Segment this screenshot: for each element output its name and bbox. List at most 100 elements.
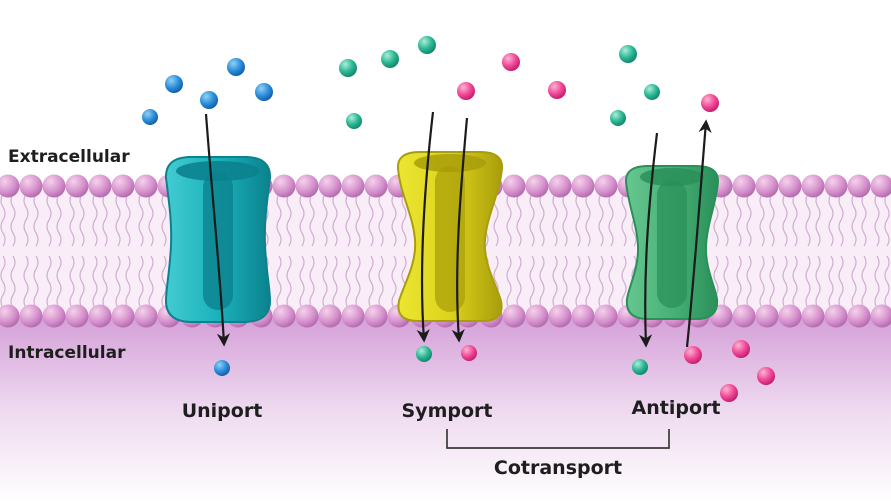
lipid-tail (861, 193, 867, 247)
lipid-head (318, 174, 342, 198)
lipid-tail (723, 255, 729, 309)
cotransport-bracket (446, 429, 670, 449)
lipid-tail (355, 255, 361, 309)
lipid-head (502, 174, 526, 198)
lipid-head (801, 304, 825, 328)
lipid-tail (759, 193, 765, 247)
molecule-pink (732, 340, 750, 358)
lipid-head (847, 304, 871, 328)
lipid-head (42, 304, 66, 328)
lipid-head (525, 174, 549, 198)
lipid-tail (286, 255, 292, 309)
lipid-head (594, 174, 618, 198)
lipid-tail (138, 193, 144, 247)
lipid-tail (115, 193, 121, 247)
uniport-protein (164, 156, 272, 323)
uniport-channel (203, 172, 233, 310)
lipid-head (42, 174, 66, 198)
molecule-blue (200, 91, 218, 109)
symport-label: Symport (402, 400, 493, 422)
lipid-head (571, 304, 595, 328)
lipid-tail (368, 255, 374, 309)
lipid-head (295, 174, 319, 198)
lipid-tail (23, 193, 29, 247)
molecule-pink (457, 82, 475, 100)
symport-down-arrow-right (451, 117, 469, 343)
lipid-head (111, 304, 135, 328)
lipid-head (778, 174, 802, 198)
lipid-tail (884, 255, 890, 309)
molecule-green (644, 84, 660, 100)
lipid-tail (309, 193, 315, 247)
lipid-tail (56, 255, 62, 309)
lipid-tail (529, 193, 535, 247)
lipid-tail (276, 193, 282, 247)
lipid-tail (828, 255, 834, 309)
lipid-tail (608, 255, 614, 309)
molecule-green (418, 36, 436, 54)
lipid-tail (345, 255, 351, 309)
molecule-blue (255, 83, 273, 101)
lipid-tail (92, 193, 98, 247)
molecule-green (339, 59, 357, 77)
cotransport-label: Cotransport (494, 457, 622, 479)
antiport-opening (640, 168, 704, 186)
lipid-tail (723, 193, 729, 247)
lipid-tail (10, 255, 16, 309)
molecule-green (610, 110, 626, 126)
lipid-tail (782, 255, 788, 309)
lipid-tail (299, 255, 305, 309)
lipid-tail (33, 255, 39, 309)
lipid-tail (851, 255, 857, 309)
extracellular-label: Extracellular (8, 147, 130, 167)
lipid-head (341, 304, 365, 328)
symport-opening (414, 154, 486, 172)
molecule-blue (165, 75, 183, 93)
lipid-head (548, 174, 572, 198)
antiport-up-arrow (685, 119, 712, 348)
lipid-head (65, 304, 89, 328)
transport-arrows (204, 111, 712, 348)
lipid-tail (322, 193, 328, 247)
molecule-blue (142, 109, 158, 125)
lipid-tail (286, 193, 292, 247)
lipid-tail (746, 255, 752, 309)
lipid-tail (92, 255, 98, 309)
lipid-tail (0, 193, 6, 247)
lipid-tail (529, 255, 535, 309)
lipid-tail (585, 193, 591, 247)
lipid-head (88, 304, 112, 328)
lipid-tail (769, 255, 775, 309)
lipid-tail (562, 255, 568, 309)
lipid-tail (736, 193, 742, 247)
lipid-tail (552, 255, 558, 309)
lipid-tail (575, 255, 581, 309)
molecule-pink (502, 53, 520, 71)
lipid-tail (562, 193, 568, 247)
molecule-pink (684, 346, 702, 364)
lipid-tail (33, 193, 39, 247)
lipid-tail (746, 193, 752, 247)
lipid-head (318, 304, 342, 328)
lipid-head (755, 174, 779, 198)
lipid-tail (585, 255, 591, 309)
lipid-tail (10, 193, 16, 247)
lipid-tail (838, 255, 844, 309)
lipid-head (134, 304, 158, 328)
lipid-tail (828, 193, 834, 247)
symport-protein (396, 151, 504, 322)
lipid-tail (355, 193, 361, 247)
lipid-tail (138, 255, 144, 309)
lipid-tail (815, 193, 821, 247)
lipid-head (847, 174, 871, 198)
lipid-tail (391, 255, 397, 309)
lipid-tail (309, 255, 315, 309)
lipid-tail (506, 255, 512, 309)
lipid-tail (552, 193, 558, 247)
lipid-tail (506, 193, 512, 247)
molecule-green (381, 50, 399, 68)
molecule-green (416, 346, 432, 362)
lipid-head (824, 174, 848, 198)
lipid-tail (79, 193, 85, 247)
